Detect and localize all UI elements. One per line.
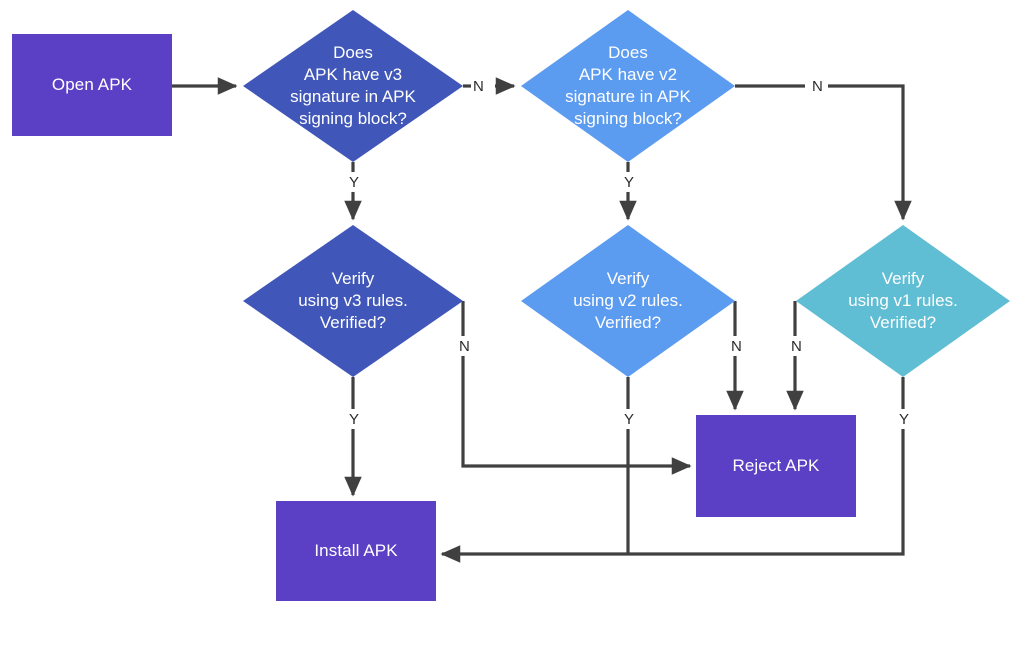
edge-verifyv1-yes-seg2 — [440, 429, 905, 563]
node-reject-apk[interactable]: Reject APK — [696, 415, 856, 517]
node-install-apk-label: Install APK — [314, 541, 398, 561]
node-verify-v1[interactable]: Verify using v1 rules. Verified? — [796, 225, 1010, 377]
node-verify-v2[interactable]: Verify using v2 rules. Verified? — [521, 225, 735, 377]
diamond-shape — [521, 225, 735, 377]
node-has-v3-signature[interactable]: Does APK have v3 signature in APK signin… — [243, 10, 463, 162]
edge-verifyv3-no-seg2 — [461, 356, 692, 475]
edge-label-verifyv3-no: N — [457, 338, 472, 355]
edge-label-verifyv2-no: N — [729, 338, 744, 355]
node-open-apk[interactable]: Open APK — [12, 34, 172, 136]
edge-label-verifyv1-no: N — [789, 338, 804, 355]
node-verify-v3-label: Verify using v3 rules. Verified? — [298, 268, 408, 333]
node-has-v2-signature[interactable]: Does APK have v2 signature in APK signin… — [521, 10, 735, 162]
diamond-shape — [796, 225, 1010, 377]
node-reject-apk-label: Reject APK — [732, 456, 820, 476]
edge-label-verifyv1-yes: Y — [897, 411, 912, 428]
node-has-v2-signature-label: Does APK have v2 signature in APK signin… — [565, 42, 691, 129]
edge-label-hasv2-no: N — [810, 78, 825, 95]
node-open-apk-label: Open APK — [51, 75, 133, 95]
edge-label-hasv3-yes: Y — [347, 174, 362, 191]
node-verify-v2-label: Verify using v2 rules. Verified? — [573, 268, 683, 333]
diamond-shape — [521, 10, 735, 162]
diamond-shape — [243, 225, 463, 377]
node-has-v3-signature-label: Does APK have v3 signature in APK signin… — [290, 42, 416, 129]
edge-label-hasv2-yes: Y — [622, 174, 637, 191]
edge-label-verifyv3-yes: Y — [347, 411, 362, 428]
edge-label-verifyv2-yes: Y — [622, 411, 637, 428]
edge-label-hasv3-no: N — [471, 78, 486, 95]
node-verify-v3[interactable]: Verify using v3 rules. Verified? — [243, 225, 463, 377]
diamond-shape — [243, 10, 463, 162]
edge-hasv2-no-seg2 — [828, 84, 912, 221]
node-verify-v1-label: Verify using v1 rules. Verified? — [848, 268, 958, 333]
node-install-apk[interactable]: Install APK — [276, 501, 436, 601]
